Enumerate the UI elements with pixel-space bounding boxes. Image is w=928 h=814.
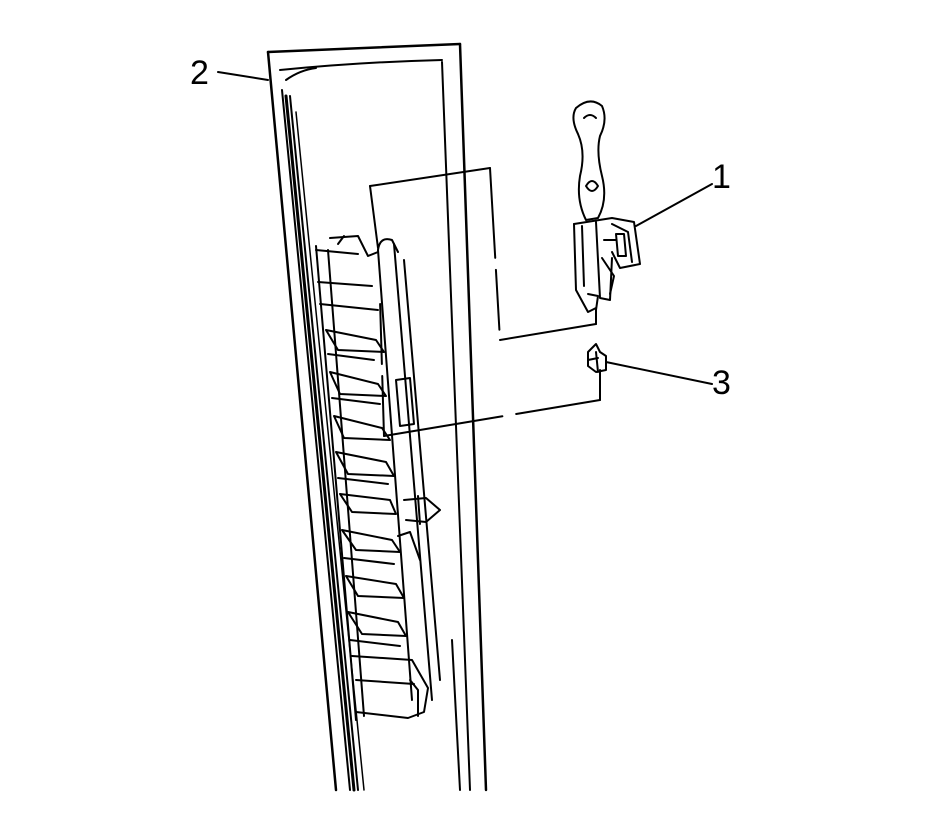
callout-leaders <box>217 71 713 385</box>
callout-number-1: 1 <box>712 158 731 196</box>
callout-number-3: 3 <box>712 364 731 402</box>
trim-panel <box>266 42 488 792</box>
clip-part-1 <box>572 100 641 313</box>
clip-channel <box>315 235 441 721</box>
callout-number-2: 2 <box>190 54 209 92</box>
assembly-leader-lines <box>369 167 601 437</box>
retainer-part-3 <box>587 343 607 373</box>
